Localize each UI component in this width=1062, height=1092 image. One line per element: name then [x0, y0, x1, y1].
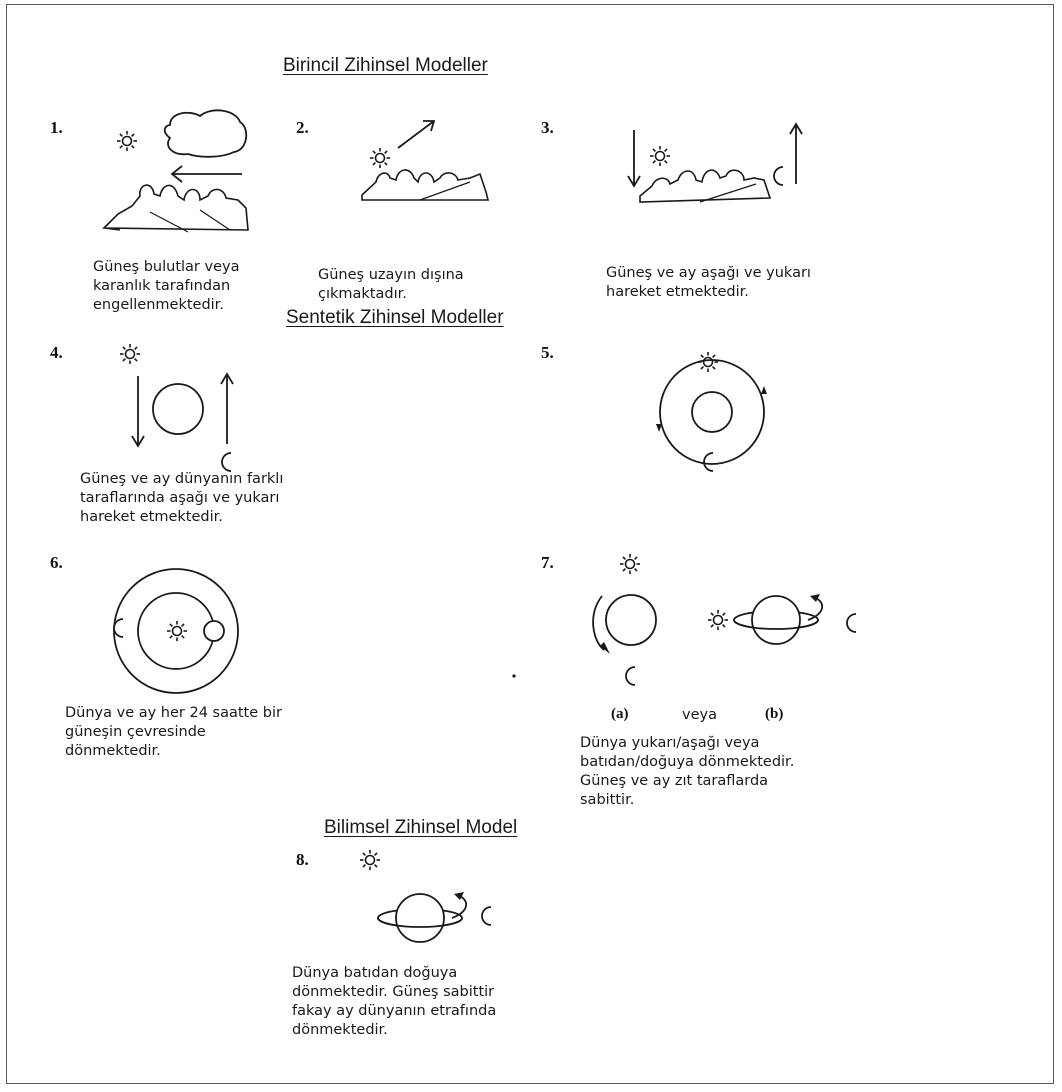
earth-circle — [691, 391, 733, 433]
rotation-arrow-icon — [451, 895, 467, 919]
model-2-caption: Güneş uzayın dışına çıkmaktadır. — [318, 267, 464, 302]
sun-icon — [619, 553, 641, 575]
model-7-label-b: (b) — [765, 706, 784, 722]
model-8-drawing — [359, 849, 492, 943]
inner-orbit-circle — [137, 592, 215, 670]
arrow-down-icon — [627, 130, 641, 188]
model-8-number: 8. — [296, 850, 309, 869]
stray-dot — [512, 674, 516, 678]
model-3-drawing — [627, 122, 803, 203]
sun-icon — [359, 849, 381, 871]
rotation-arrow-icon — [807, 597, 823, 621]
figure-frame — [6, 4, 1054, 1084]
arrow-up-icon — [220, 372, 234, 444]
arrow-left-icon — [170, 165, 242, 183]
sun-icon — [649, 145, 671, 167]
model-1-drawing — [102, 109, 249, 233]
arrow-up-right-icon — [397, 120, 436, 149]
model-7-number: 7. — [541, 553, 554, 572]
model-4-number: 4. — [50, 343, 63, 362]
rotation-arrow-icon — [592, 595, 605, 651]
sun-icon — [697, 351, 719, 373]
earth-circle — [605, 594, 657, 646]
earth-circle — [395, 893, 445, 943]
sun-icon — [116, 130, 138, 152]
moon-icon — [625, 666, 636, 686]
earth-circle — [152, 383, 204, 435]
mountains-drawing — [361, 169, 490, 201]
heading-scientific-model: Bilimsel Zihinsel Model — [324, 817, 518, 838]
moon-icon — [481, 906, 492, 926]
model-7-drawing — [592, 553, 857, 686]
arrow-down-icon — [131, 376, 145, 448]
model-3-caption: Güneş ve ay aşağı ve yukarı hareket etme… — [606, 265, 811, 300]
model-8-caption: Dünya batıdan doğuya dönmektedir. Güneş … — [292, 965, 497, 1038]
model-7-label-a: (a) — [611, 706, 629, 722]
model-7-caption: Dünya yukarı/aşağı veya batıdan/doğuya d… — [580, 735, 795, 808]
earth-circle — [203, 620, 225, 642]
sun-icon — [369, 147, 391, 169]
model-1-number: 1. — [50, 118, 63, 137]
model-6-drawing — [113, 568, 239, 694]
model-7-label-or: veya — [682, 707, 717, 723]
orbit-circle — [659, 359, 765, 465]
sun-icon — [707, 609, 729, 631]
mountains-drawing — [639, 169, 772, 203]
sun-icon — [166, 620, 188, 642]
moon-icon — [773, 166, 784, 186]
model-2-number: 2. — [296, 118, 309, 137]
heading-synthetic-models: Sentetik Zihinsel Modeller — [286, 307, 504, 328]
heading-primary-models: Birincil Zihinsel Modeller — [283, 55, 488, 76]
cloud-icon — [163, 109, 248, 158]
model-1-caption: Güneş bulutlar veya karanlık tarafından … — [93, 259, 240, 313]
model-3-number: 3. — [541, 118, 554, 137]
mountains-drawing — [102, 184, 249, 231]
model-6-number: 6. — [50, 553, 63, 572]
moon-icon — [846, 613, 857, 633]
arrow-up-icon — [789, 122, 803, 184]
moon-icon — [221, 452, 232, 472]
model-4-drawing — [119, 343, 234, 472]
model-5-drawing — [656, 351, 767, 472]
model-4-caption: Güneş ve ay dünyanın farklı taraflarında… — [80, 471, 284, 525]
model-2-drawing — [361, 120, 490, 201]
sun-icon — [119, 343, 141, 365]
moon-icon — [703, 452, 714, 472]
model-6-caption: Dünya ve ay her 24 saatte bir güneşin çe… — [65, 705, 282, 759]
earth-circle — [751, 595, 801, 645]
model-5-number: 5. — [541, 343, 554, 362]
